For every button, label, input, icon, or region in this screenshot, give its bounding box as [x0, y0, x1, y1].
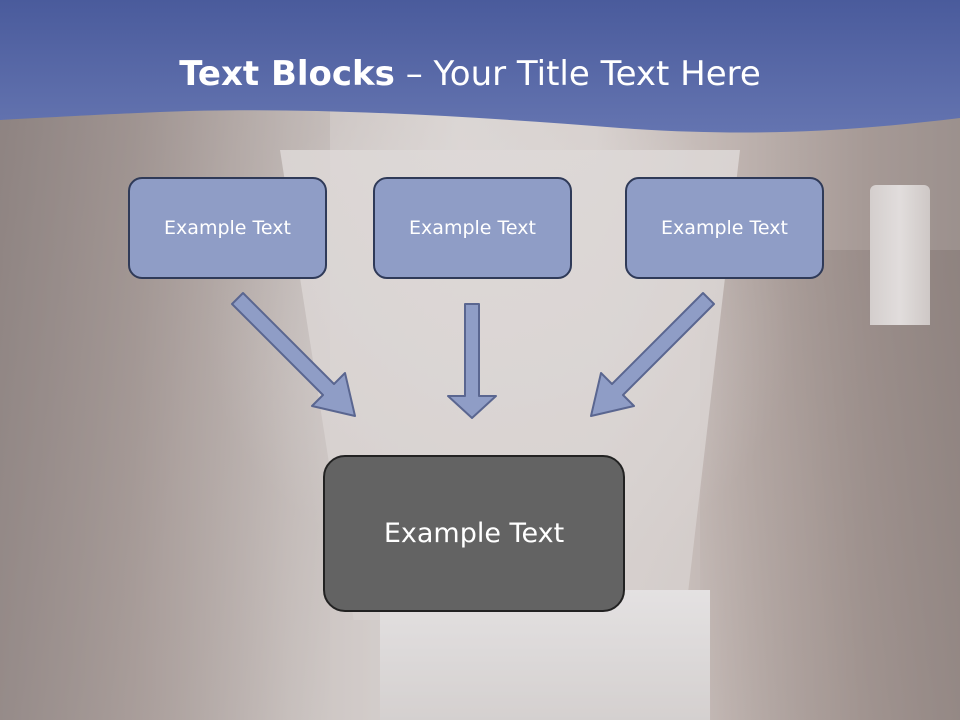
text-block-1[interactable]: Example Text — [128, 177, 327, 279]
arrow-right-icon — [590, 292, 715, 417]
intake-tower — [870, 185, 930, 325]
main-text-block-label: Example Text — [383, 518, 565, 549]
title-separator: – — [394, 54, 434, 94]
title-bold-text: Text Blocks — [179, 54, 395, 94]
main-text-block[interactable]: Example Text — [323, 455, 625, 612]
arrow-left-icon — [231, 292, 356, 417]
text-block-2-label: Example Text — [409, 217, 536, 239]
title-rest-text: Your Title Text Here — [433, 54, 761, 94]
canyon-wall-right — [700, 250, 960, 720]
arrow-down-icon — [447, 303, 497, 419]
text-block-2[interactable]: Example Text — [373, 177, 572, 279]
title-band — [0, 0, 960, 133]
text-block-1-label: Example Text — [164, 217, 291, 239]
slide-title: Text Blocks – Your Title Text Here — [0, 52, 940, 96]
text-block-3[interactable]: Example Text — [625, 177, 824, 279]
text-block-3-label: Example Text — [661, 217, 788, 239]
